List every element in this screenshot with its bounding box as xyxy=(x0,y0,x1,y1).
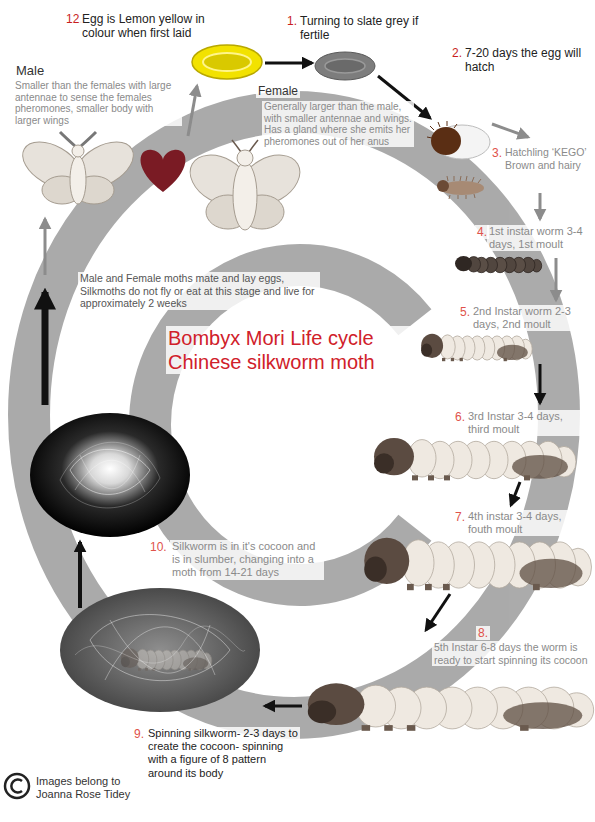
hatching-egg-part xyxy=(431,127,461,155)
callout-number: 5. xyxy=(458,305,472,319)
male-moth-part xyxy=(70,156,86,204)
cycle-arrows-part xyxy=(42,292,49,405)
yellow-egg-part xyxy=(192,45,262,79)
cycle-arrows-part xyxy=(78,542,82,608)
spinning-silkworm-part xyxy=(60,588,260,712)
stage-description: Silkworm is in it's cocoon and is in slu… xyxy=(170,540,324,580)
spinning-silkworm-part xyxy=(121,648,212,671)
cycle-arrows-part xyxy=(492,124,528,137)
female-moth-part xyxy=(237,150,253,166)
yellow-egg xyxy=(192,45,262,79)
stage-description: 7-20 days the egg will hatch xyxy=(463,46,589,75)
cycle-arrows-part xyxy=(265,62,312,65)
male-moth xyxy=(15,132,141,204)
cycle-arrows-part xyxy=(539,193,542,219)
cocoon-part xyxy=(75,455,145,492)
stage-description: Male and Female moths mate and lay eggs,… xyxy=(78,272,320,310)
moth-heading: Male xyxy=(14,63,46,79)
cycle-arrows-part xyxy=(555,258,558,300)
spinning-silkworm-part xyxy=(90,615,230,681)
copyright-symbol-part xyxy=(5,774,29,798)
hatchling-larva-part xyxy=(447,176,481,199)
fifth-instar-worm xyxy=(308,683,594,731)
background-ring-part xyxy=(150,265,415,585)
stage-description: 4th instar 3-4 days, fouth moult xyxy=(466,510,588,536)
heart xyxy=(141,150,186,192)
second-instar-worm xyxy=(421,334,532,362)
cycle-arrows-part xyxy=(511,482,520,505)
hatchling-larva-part xyxy=(437,180,449,192)
callout-number: 9. xyxy=(132,727,146,741)
hatching-egg xyxy=(427,121,490,159)
hatching-egg-part xyxy=(427,121,457,138)
copyright-symbol xyxy=(5,774,29,798)
female-moth-part xyxy=(233,162,257,230)
third-instar-worm xyxy=(374,438,576,481)
spinning-silkworm xyxy=(60,588,260,712)
moth-description: Generally larger than the male, with sma… xyxy=(262,101,414,147)
stage-description: Spinning silkworm- 2-3 days to create th… xyxy=(146,727,300,780)
stage-description: 3rd Instar 3-4 days, third moult xyxy=(466,410,588,436)
yellow-egg-part xyxy=(203,53,251,71)
callout-number: 3. xyxy=(490,146,504,160)
stage-description: Turning to slate grey if fertile xyxy=(298,14,430,43)
callout-number: 7. xyxy=(453,510,467,524)
female-moth xyxy=(181,140,308,230)
male-moth-part xyxy=(60,132,96,146)
stage-description: 2nd Instar worm 2-3 days, 2nd moult xyxy=(471,305,590,331)
grey-egg xyxy=(315,52,375,80)
cycle-arrows-part xyxy=(426,594,450,630)
callout-number: 8. xyxy=(476,626,490,640)
callout-number: 1. xyxy=(285,14,299,28)
callout-number: 2. xyxy=(450,46,464,60)
fourth-instar-worm xyxy=(364,538,591,591)
cocoon-part xyxy=(30,413,190,537)
cocoon-part xyxy=(60,442,160,508)
cycle-arrows-part xyxy=(539,364,542,403)
first-instar-worm xyxy=(455,256,542,273)
moth-heading: Female xyxy=(256,84,300,98)
spinning-silkworm-part xyxy=(105,620,215,680)
diagram-title: Bombyx Mori Life cycle Chinese silkworm … xyxy=(166,326,420,374)
moth-description: Smaller than the females with large ante… xyxy=(13,80,182,126)
cycle-arrows-part xyxy=(44,219,47,275)
cycle-arrows-part xyxy=(265,705,302,708)
cycle-arrows-part xyxy=(188,86,197,136)
callout-number: 10. xyxy=(148,540,169,554)
copyright-symbol-part xyxy=(11,780,22,793)
male-moth-part xyxy=(72,145,84,157)
stage-description: Hatchling ‘KEGO’ Brown and hairy xyxy=(503,146,591,171)
spinning-silkworm-part xyxy=(75,626,245,663)
copyright-note: Images belong to Joanna Rose Tidey xyxy=(34,775,148,801)
hatchling-larva xyxy=(437,176,484,199)
stage-description: 5th Instar 6-8 days the worm is ready to… xyxy=(432,641,591,666)
grey-egg-part xyxy=(315,52,375,80)
callout-number: 6. xyxy=(453,410,467,424)
stage-description: 1st instar worm 3-4 days, 1st moult xyxy=(487,225,591,251)
cycle-arrows xyxy=(45,63,556,706)
grey-egg-part xyxy=(325,59,365,73)
cocoon-part xyxy=(70,449,150,494)
stage-description: Egg is Lemon yellow in colour when first… xyxy=(80,12,224,41)
cocoon xyxy=(30,413,190,537)
